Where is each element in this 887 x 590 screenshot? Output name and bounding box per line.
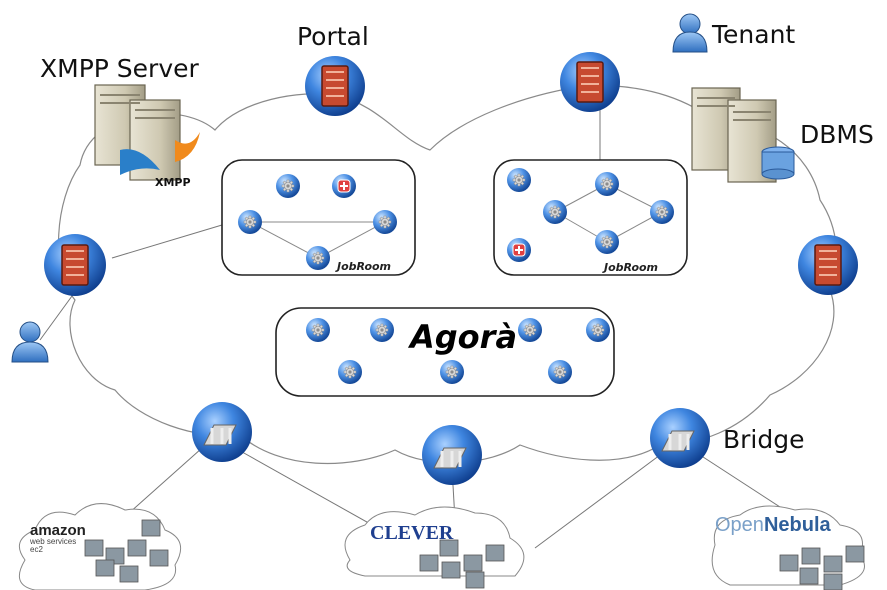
xmpp-logo-text: XMPP xyxy=(155,176,191,189)
agora-nodes xyxy=(306,318,610,384)
portal-label: Portal xyxy=(297,22,369,51)
tenant-person-icon xyxy=(672,13,708,53)
left-portal-node xyxy=(44,234,106,296)
clever-logo: CLEVER xyxy=(370,522,454,544)
jobroom-right-box xyxy=(493,159,688,276)
opennebula-logo: OpenNebula xyxy=(715,514,831,537)
jobroom-left-nodes xyxy=(238,174,397,270)
xmpp-server-icon xyxy=(94,84,200,181)
amazon-logo-line2: web services xyxy=(30,537,77,546)
opennebula-cloud xyxy=(711,505,865,590)
bridge-node-center xyxy=(422,425,482,485)
jobroom-left-label: JobRoom xyxy=(337,260,392,273)
amazon-logo-name: amazon xyxy=(30,522,86,539)
bridge-label: Bridge xyxy=(723,425,805,454)
dbms-label: DBMS xyxy=(800,120,874,149)
clever-cloud xyxy=(344,506,525,589)
portal-node xyxy=(305,56,365,116)
xmpp-server-label: XMPP Server xyxy=(40,54,199,83)
bridge-node-left xyxy=(192,402,252,462)
jobroom-right-nodes xyxy=(507,168,674,262)
amazon-logo-line3: ec2 xyxy=(30,545,43,554)
network-cloud-outline xyxy=(57,84,838,465)
amazon-cloud xyxy=(18,503,182,590)
tenant-portal-node xyxy=(560,52,620,112)
user-person-icon xyxy=(11,321,49,363)
bridge-node-right xyxy=(650,408,710,468)
opennebula-logo-open: Open xyxy=(715,514,764,536)
jobroom-left-box xyxy=(221,159,416,276)
tenant-label: Tenant xyxy=(712,20,796,49)
jobroom-left-links xyxy=(249,221,386,259)
amazon-logo: amazon web services ec2 xyxy=(30,523,86,554)
dbms-server-icon xyxy=(691,87,795,183)
jobroom-right-label: JobRoom xyxy=(604,261,659,274)
agora-label: Agorà xyxy=(410,318,518,356)
right-portal-node xyxy=(798,235,858,295)
opennebula-logo-nebula: Nebula xyxy=(763,514,831,536)
